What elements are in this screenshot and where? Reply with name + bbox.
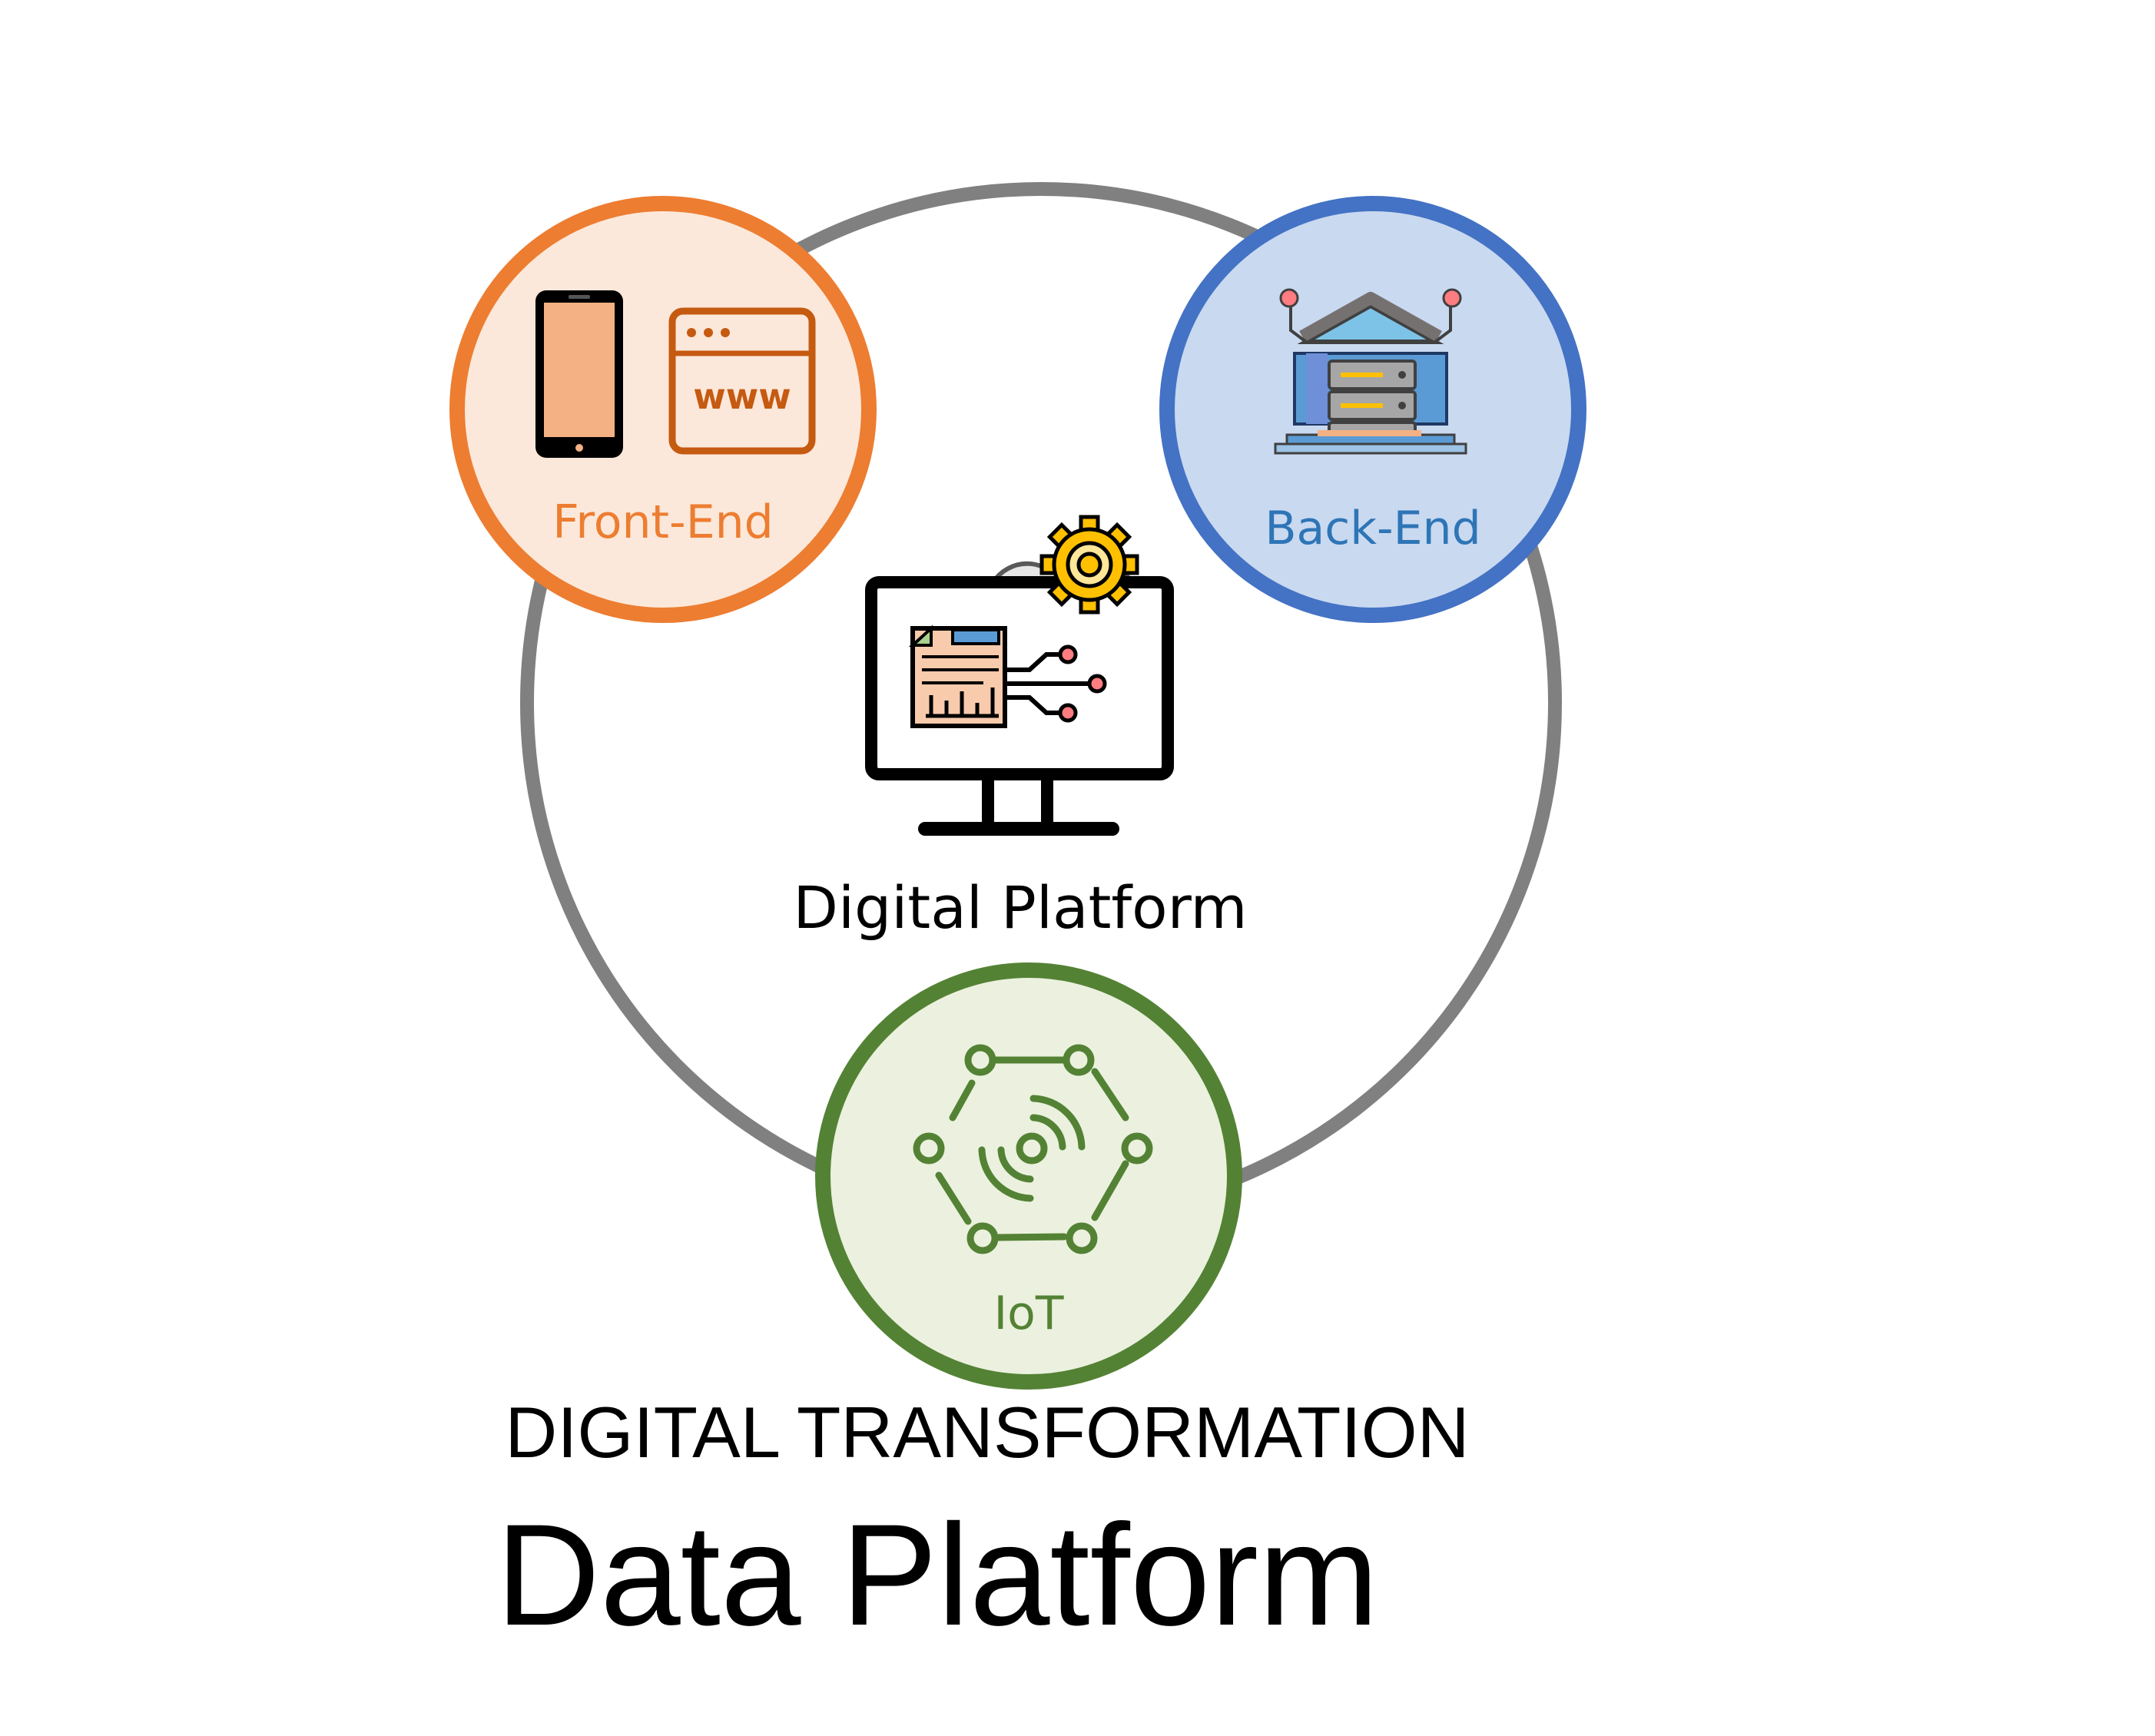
digital-platform-label: Digital Platform (793, 873, 1248, 942)
node-front-end: www (449, 196, 877, 623)
iot-label: IoT (993, 1287, 1064, 1340)
front-end-label: Front-End (552, 495, 774, 549)
server-building-icon (1274, 288, 1467, 455)
diagram-subtitle: DIGITAL TRANSFORMATION (505, 1392, 1470, 1473)
iot-network-icon (913, 1044, 1153, 1254)
back-end-label: Back-End (1265, 502, 1481, 555)
browser-www-text: www (693, 376, 791, 417)
node-back-end (1159, 196, 1586, 623)
browser-window-icon: www (668, 307, 816, 455)
node-iot (815, 962, 1242, 1390)
diagram-title: Data Platform (496, 1494, 1379, 1655)
smartphone-icon (535, 290, 623, 458)
monitor-cloud-gear-icon (865, 515, 1174, 836)
